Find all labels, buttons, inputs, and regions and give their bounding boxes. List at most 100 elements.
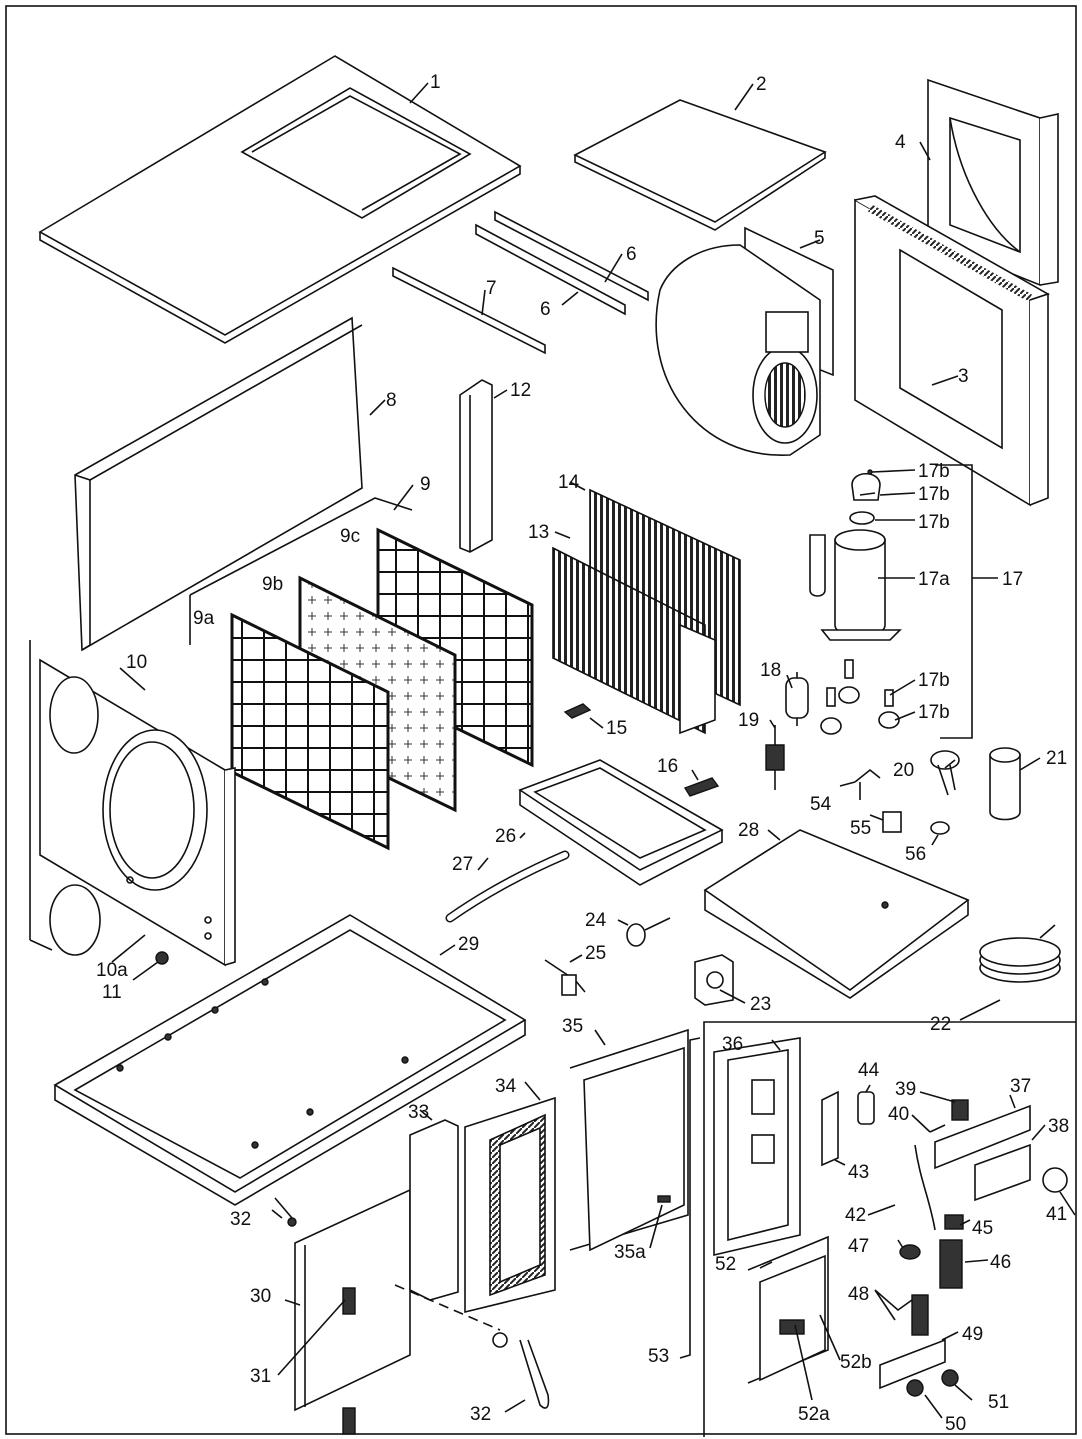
part-4-frame: [927, 78, 1059, 287]
callout-40: 40: [888, 1104, 909, 1125]
callout-10a: 10a: [96, 960, 128, 981]
part-46-contactor: [939, 1239, 963, 1289]
callout-32-lower: 32: [470, 1404, 491, 1425]
callout-51: 51: [988, 1392, 1009, 1413]
part-22-coil-tube: [979, 924, 1061, 983]
callout-31: 31: [250, 1366, 271, 1387]
callout-10: 10: [126, 652, 147, 673]
callout-7: 7: [486, 278, 497, 299]
part-36-control-box: [713, 1037, 801, 1257]
callout-labels: 1 2 3 4 5 6 6 7 8 9 9a 9b 9c 10 10a 11 1…: [96, 72, 1069, 1435]
callout-38: 38: [1048, 1116, 1069, 1137]
callout-22: 22: [930, 1014, 951, 1035]
part-12-post: [459, 379, 493, 553]
part-13-coil: [552, 546, 716, 735]
callout-30: 30: [250, 1286, 271, 1307]
callout-20: 20: [893, 760, 914, 781]
callout-24: 24: [585, 910, 607, 931]
part-24-solenoid: [626, 917, 671, 947]
callout-18: 18: [760, 660, 781, 681]
part-48-terminal: [911, 1294, 929, 1336]
part-37-display: [934, 1104, 1031, 1170]
callout-33: 33: [408, 1102, 429, 1123]
part-11-grommet: [155, 951, 169, 965]
callout-29: 29: [458, 934, 479, 955]
part-6-rails: [475, 210, 649, 316]
part-55-relay: [882, 811, 902, 833]
callout-26: 26: [495, 826, 516, 847]
part-33-side-panel: [409, 1119, 459, 1301]
part-27-hose: [445, 850, 570, 923]
callout-11: 11: [102, 982, 122, 1003]
part-52-board: [747, 1235, 829, 1384]
part-20-expansion-valve: [930, 750, 960, 796]
part-41-knob: [1042, 1167, 1068, 1193]
callout-16: 16: [657, 756, 678, 777]
callout-44: 44: [858, 1060, 880, 1081]
callout-36: 36: [722, 1034, 743, 1055]
part-2-panel: [573, 99, 827, 231]
control-panel-inset-frame: [703, 1021, 1076, 1437]
callout-6-upper: 6: [626, 244, 637, 265]
part-17-compressor-group: [809, 464, 973, 739]
part-40-clip: [929, 1124, 946, 1133]
callout-9: 9: [420, 474, 431, 495]
part-1-top-cover: [38, 55, 522, 344]
part-44-capacitor: [857, 1091, 875, 1125]
callout-25: 25: [585, 943, 606, 964]
callout-4: 4: [895, 132, 906, 153]
part-39-connector: [951, 1099, 969, 1121]
part-26-drain-tray: [518, 759, 724, 886]
callout-15: 15: [606, 718, 627, 739]
part-15-clip: [563, 703, 592, 719]
part-38-keypad: [974, 1143, 1031, 1202]
callout-17b-5: 17b: [918, 702, 950, 723]
callout-48: 48: [848, 1284, 869, 1305]
part-29-base: [53, 914, 527, 1206]
callout-50: 50: [945, 1414, 966, 1435]
callout-35: 35: [562, 1016, 583, 1037]
part-5-blower: [655, 226, 834, 456]
part-10a-cap: [49, 884, 101, 956]
part-56-cap: [930, 821, 950, 835]
callout-14: 14: [558, 472, 580, 493]
callout-54: 54: [810, 794, 832, 815]
callout-1: 1: [430, 72, 441, 93]
callout-41: 41: [1046, 1204, 1067, 1225]
part-43-bracket: [821, 1090, 839, 1167]
part-9a-filter: [230, 612, 390, 851]
part-9-bracket: [189, 497, 413, 645]
callout-52: 52: [715, 1254, 736, 1275]
callout-6-lower: 6: [540, 299, 551, 320]
callout-17b-3: 17b: [918, 512, 950, 533]
leader-lines: [111, 82, 1076, 1419]
callout-49: 49: [962, 1324, 983, 1345]
part-7-rail: [392, 266, 546, 355]
callout-17b-1: 17b: [918, 461, 950, 482]
part-54-sensor: [854, 768, 881, 800]
callout-2: 2: [756, 74, 767, 95]
callout-17a: 17a: [918, 569, 950, 590]
part-47-sensor: [899, 1244, 921, 1260]
part-10-front-panel: [29, 640, 236, 967]
callout-37: 37: [1010, 1076, 1031, 1097]
part-23-fan-housing: [694, 954, 734, 1006]
callout-55: 55: [850, 818, 871, 839]
callout-17b-4: 17b: [918, 670, 950, 691]
part-21-accumulator: [989, 747, 1021, 821]
part-16-clip: [683, 777, 720, 797]
part-50-gland: [906, 1379, 924, 1397]
part-28-base-tray: [703, 829, 970, 999]
callout-9b: 9b: [262, 574, 283, 595]
callout-34: 34: [495, 1076, 517, 1097]
callout-32-upper: 32: [230, 1209, 251, 1230]
part-35-panel: [569, 1028, 689, 1252]
callout-53: 53: [648, 1346, 669, 1367]
callout-43: 43: [848, 1162, 869, 1183]
part-32-latch: [274, 1197, 550, 1409]
callout-52b: 52b: [840, 1352, 872, 1373]
part-49-plate: [879, 1338, 946, 1390]
part-45-relay: [944, 1214, 964, 1230]
